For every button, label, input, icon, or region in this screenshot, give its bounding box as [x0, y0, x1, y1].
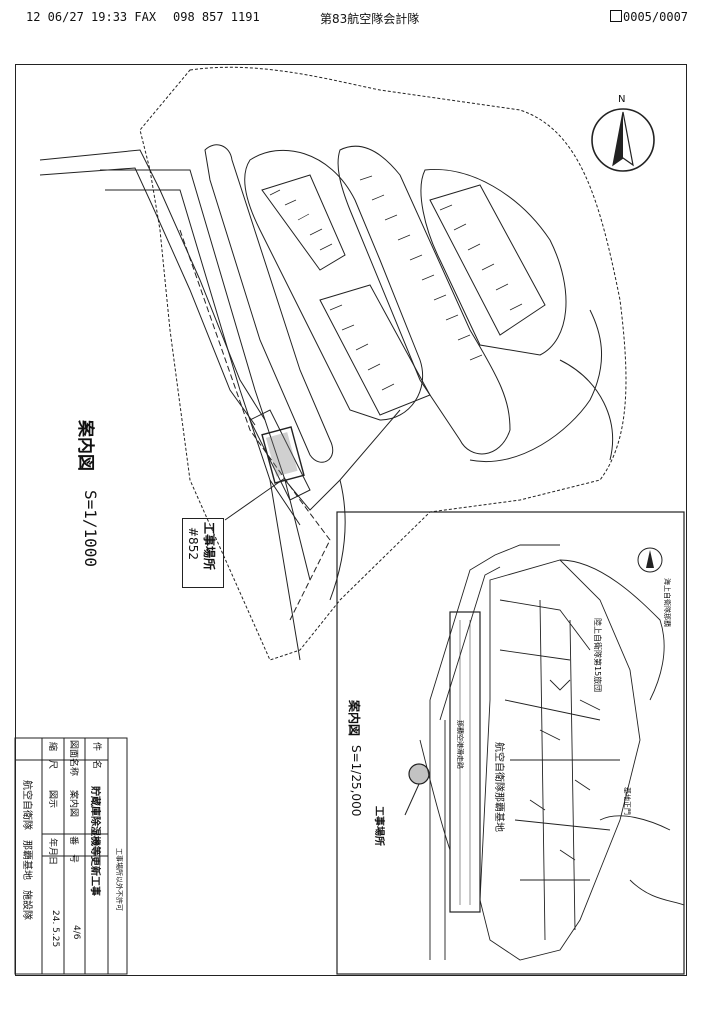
row-drawing-number-value: 4/6	[71, 925, 81, 940]
fax-header: 12 06/27 19:33 FAX 098 857 1191 第83航空隊会計…	[0, 8, 724, 28]
title-block-grid	[14, 737, 128, 975]
inset-site-marker	[404, 763, 430, 816]
organization-name: 航空自衛隊 那覇基地 施設隊	[21, 780, 32, 920]
site-number: #852	[186, 527, 200, 560]
fax-number: 098 857 1191	[173, 10, 260, 24]
inset-label-gsdf: 陸上自衛隊第15旅団	[592, 618, 603, 693]
inset-label-naval: 海上自衛隊那覇	[663, 578, 671, 627]
main-map-title: 案内図	[75, 420, 95, 471]
row-subject-value: 貯蔵庫除湿機等更新工事	[89, 786, 100, 896]
inset-map-title: 案内図	[347, 700, 361, 737]
row-scale-value: 図示	[47, 790, 57, 809]
title-block-note: 工事場所以外不許可	[115, 848, 123, 911]
fax-sender: 第83航空隊会計隊	[320, 12, 420, 26]
inset-label-airport: 那覇空港滑走路	[456, 720, 464, 769]
fax-datetime: 12 06/27 19:33 FAX	[26, 10, 157, 24]
inset-map-scale: S=1/25,000	[349, 745, 363, 817]
drawing-frame	[15, 64, 687, 976]
inset-north-arrow-icon	[637, 547, 663, 573]
north-label: N	[618, 94, 626, 105]
row-drawing-name-value: 案内図	[68, 790, 78, 818]
row-date-value: 24. 5.25	[50, 910, 60, 948]
row-drawing-name-label: 図面名称	[68, 740, 78, 777]
main-map-scale: S=1/1000	[81, 490, 100, 568]
north-arrow-icon	[591, 108, 655, 172]
row-date-label: 年月日	[47, 838, 57, 866]
site-label: 工事場所	[202, 522, 216, 571]
row-drawing-number-label: 番 号	[68, 836, 78, 864]
inset-label-gate: 基地正門	[623, 787, 631, 815]
row-subject-label: 件 名	[91, 742, 101, 770]
inset-site-label: 工事場所	[373, 806, 388, 846]
inset-label-jasdf: 航空自衛隊那覇基地	[493, 742, 508, 832]
row-scale-label: 縮 尺	[47, 742, 57, 770]
site-callout-box	[182, 518, 224, 588]
fax-page-icon	[610, 10, 622, 22]
fax-page: 0005/0007	[610, 10, 688, 24]
